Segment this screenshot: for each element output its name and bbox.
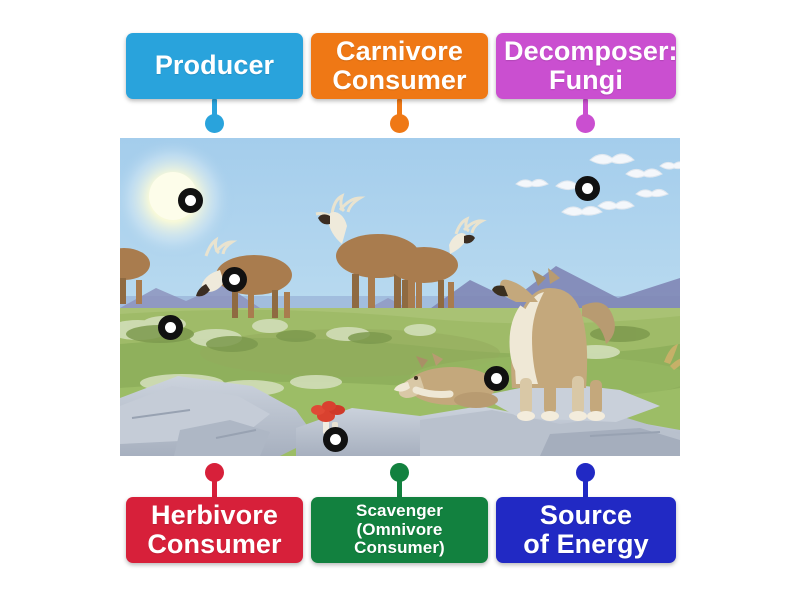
connector-dot-herbivore-consumer[interactable] (205, 463, 224, 482)
marker-birds-center (582, 183, 593, 194)
marker-wolves-center (491, 373, 502, 384)
diagram-image (120, 138, 680, 456)
marker-caribou[interactable] (222, 267, 247, 292)
connector-dot-scavenger-omnivore-consumer[interactable] (390, 463, 409, 482)
connector-stem-source-of-energy (583, 478, 588, 498)
connector-stem-carnivore-consumer (397, 99, 402, 118)
label-chip-text-producer: Producer (154, 50, 275, 81)
label-chip-producer[interactable]: Producer (126, 33, 303, 99)
label-chip-decomposer-fungi[interactable]: Decomposer:Fungi (496, 33, 678, 99)
marker-mushrooms-center (330, 434, 341, 445)
marker-sun-center (185, 195, 196, 206)
connector-stem-herbivore-consumer (212, 478, 217, 498)
connector-dot-decomposer-fungi[interactable] (576, 114, 595, 133)
label-chip-text-decomposer-fungi: Decomposer:Fungi (504, 35, 678, 95)
marker-wolves[interactable] (484, 366, 509, 391)
marker-vegetation-center (165, 322, 176, 333)
connector-stem-decomposer-fungi (583, 99, 588, 118)
marker-sun[interactable] (178, 188, 203, 213)
connector-stem-scavenger-omnivore-consumer (397, 478, 402, 498)
connector-dot-carnivore-consumer[interactable] (390, 114, 409, 133)
marker-caribou-center (229, 274, 240, 285)
connector-dot-source-of-energy[interactable] (576, 463, 595, 482)
tundra-scene-illustration (120, 138, 680, 456)
marker-mushrooms[interactable] (323, 427, 348, 452)
marker-birds[interactable] (575, 176, 600, 201)
connector-stem-producer (212, 99, 217, 118)
marker-vegetation[interactable] (158, 315, 183, 340)
connector-dot-producer[interactable] (205, 114, 224, 133)
